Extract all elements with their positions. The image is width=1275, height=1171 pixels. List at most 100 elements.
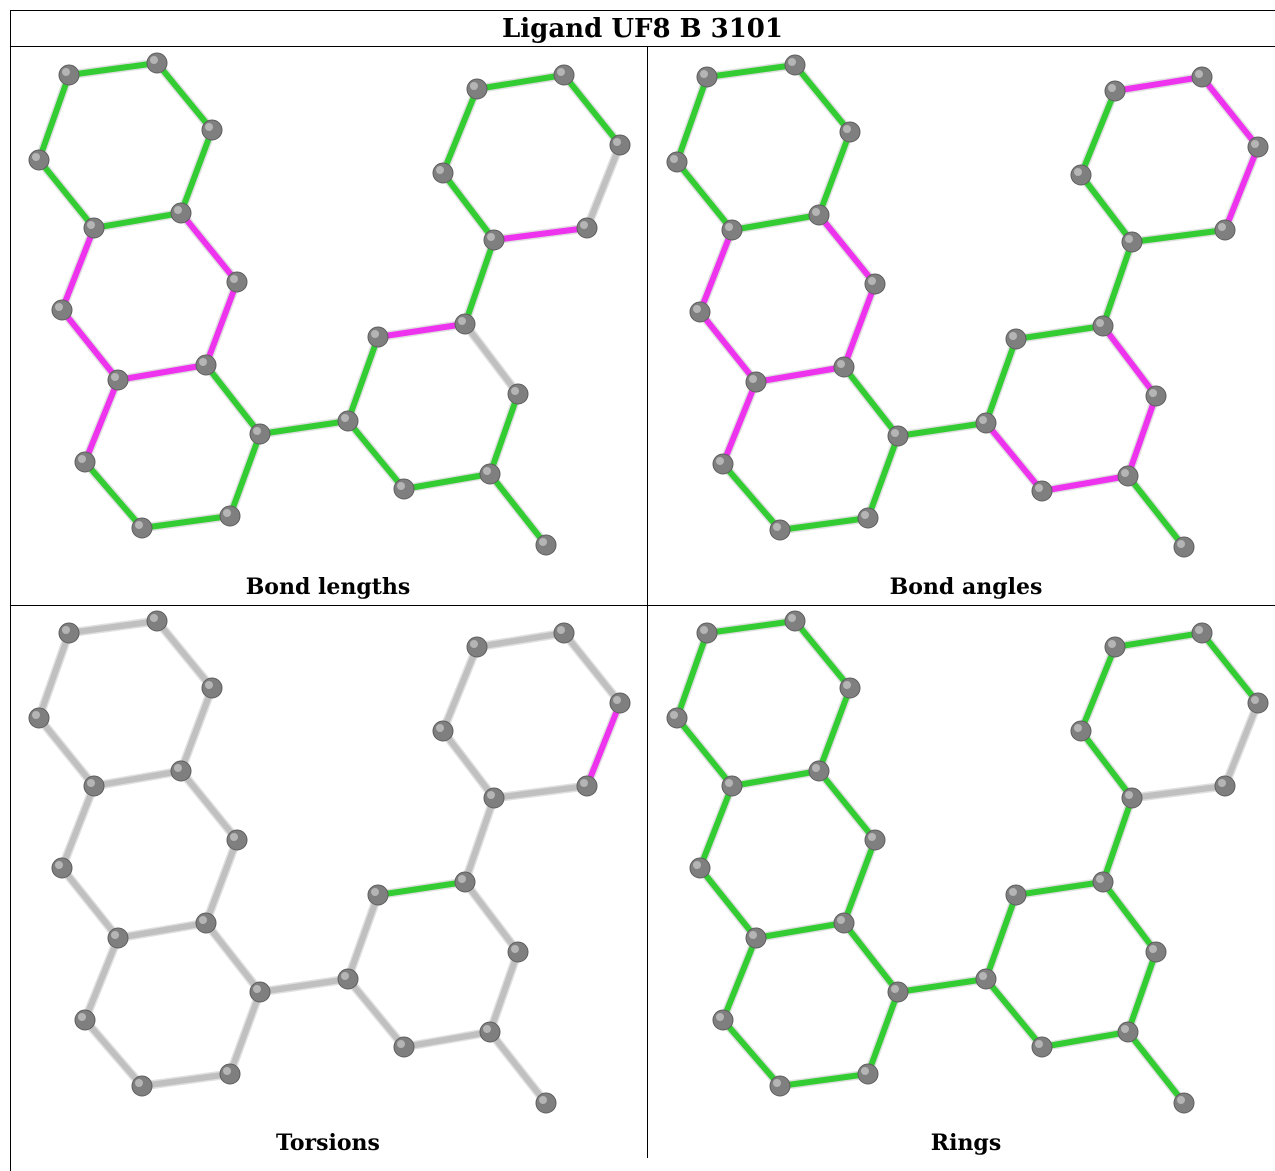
bond: [487, 1029, 549, 1106]
atom-highlight: [397, 482, 405, 490]
rings-label: Rings: [930, 1130, 1002, 1156]
atom-highlight: [205, 123, 213, 131]
atom: [553, 64, 575, 86]
atom-highlight: [891, 429, 899, 437]
atom: [131, 517, 153, 539]
bond: [674, 630, 710, 721]
bond: [203, 920, 263, 995]
atom: [367, 884, 389, 906]
atom-highlight: [62, 68, 70, 76]
atom: [769, 1075, 791, 1097]
atom-highlight: [223, 509, 231, 517]
atom: [51, 299, 73, 321]
bond: [82, 1017, 145, 1089]
atom-highlight: [670, 711, 678, 719]
atom: [28, 707, 50, 729]
atom-highlight: [150, 614, 158, 622]
atom: [107, 369, 129, 391]
bond: [1125, 949, 1159, 1035]
bond: [36, 157, 97, 231]
atom-highlight: [773, 523, 781, 531]
atom-highlight: [205, 681, 213, 689]
atom-highlight: [87, 221, 95, 229]
bond: [139, 513, 233, 531]
atom-highlight: [1195, 70, 1203, 78]
bond: [729, 768, 822, 789]
bond: [227, 431, 263, 519]
atom: [1070, 164, 1092, 186]
atom: [74, 1009, 96, 1031]
atom-highlight: [700, 70, 708, 78]
bond: [66, 618, 160, 636]
bond: [865, 433, 901, 521]
atom: [1214, 775, 1236, 797]
bond: [375, 879, 468, 898]
atom-highlight: [557, 626, 565, 634]
atom-highlight: [670, 155, 678, 163]
atom: [131, 1075, 153, 1097]
bond: [841, 837, 878, 926]
bond: [345, 334, 381, 424]
atom: [535, 1092, 557, 1114]
atom-highlight: [483, 467, 491, 475]
atom-highlight: [230, 275, 238, 283]
atom: [1104, 80, 1126, 102]
atom: [553, 622, 575, 644]
atom-highlight: [1149, 945, 1157, 953]
bond: [584, 142, 623, 231]
atom: [1191, 622, 1213, 644]
bond: [36, 630, 72, 721]
atom: [839, 121, 861, 143]
atom: [975, 412, 997, 434]
atom-highlight: [436, 166, 444, 174]
atom-highlight: [436, 724, 444, 732]
atom: [1145, 385, 1167, 407]
atom: [58, 64, 80, 86]
atom-highlight: [868, 833, 876, 841]
atom: [833, 912, 855, 934]
bond: [584, 700, 623, 789]
atom: [219, 505, 241, 527]
bond: [36, 715, 97, 789]
atom-highlight: [580, 779, 588, 787]
atom-highlight: [1074, 168, 1082, 176]
atom: [146, 610, 168, 632]
atom-highlight: [253, 985, 261, 993]
bond: [59, 307, 121, 383]
atom: [479, 1021, 501, 1043]
atom-highlight: [716, 457, 724, 465]
bond: [1125, 473, 1187, 550]
bond: [1129, 227, 1228, 245]
atom: [83, 217, 105, 239]
atom-highlight: [487, 233, 495, 241]
bond: [474, 72, 567, 92]
atom: [454, 313, 476, 335]
atom: [201, 677, 223, 699]
atom-highlight: [150, 56, 158, 64]
ligand-title: Ligand UF8 B 3101: [502, 14, 783, 44]
bond: [1078, 172, 1135, 245]
atom-highlight: [1074, 724, 1082, 732]
atom: [609, 134, 631, 156]
atom: [249, 981, 271, 1003]
title-divider: [10, 46, 1275, 47]
bond: [82, 377, 121, 465]
atom-highlight: [397, 1040, 405, 1048]
bond: [1222, 700, 1261, 789]
atom-highlight: [613, 696, 621, 704]
bond: [59, 783, 97, 871]
atom-highlight: [693, 861, 701, 869]
atom: [745, 927, 767, 949]
atom: [507, 383, 529, 405]
atom: [393, 478, 415, 500]
atom-highlight: [539, 1096, 547, 1104]
atom-highlight: [749, 931, 757, 939]
atom: [808, 760, 830, 782]
atom: [666, 151, 688, 173]
atom: [170, 760, 192, 782]
bond: [816, 212, 878, 287]
bond-angles-label: Bond angles: [889, 574, 1043, 600]
bond: [178, 210, 240, 285]
bond: [1125, 393, 1159, 479]
bond: [704, 62, 798, 80]
